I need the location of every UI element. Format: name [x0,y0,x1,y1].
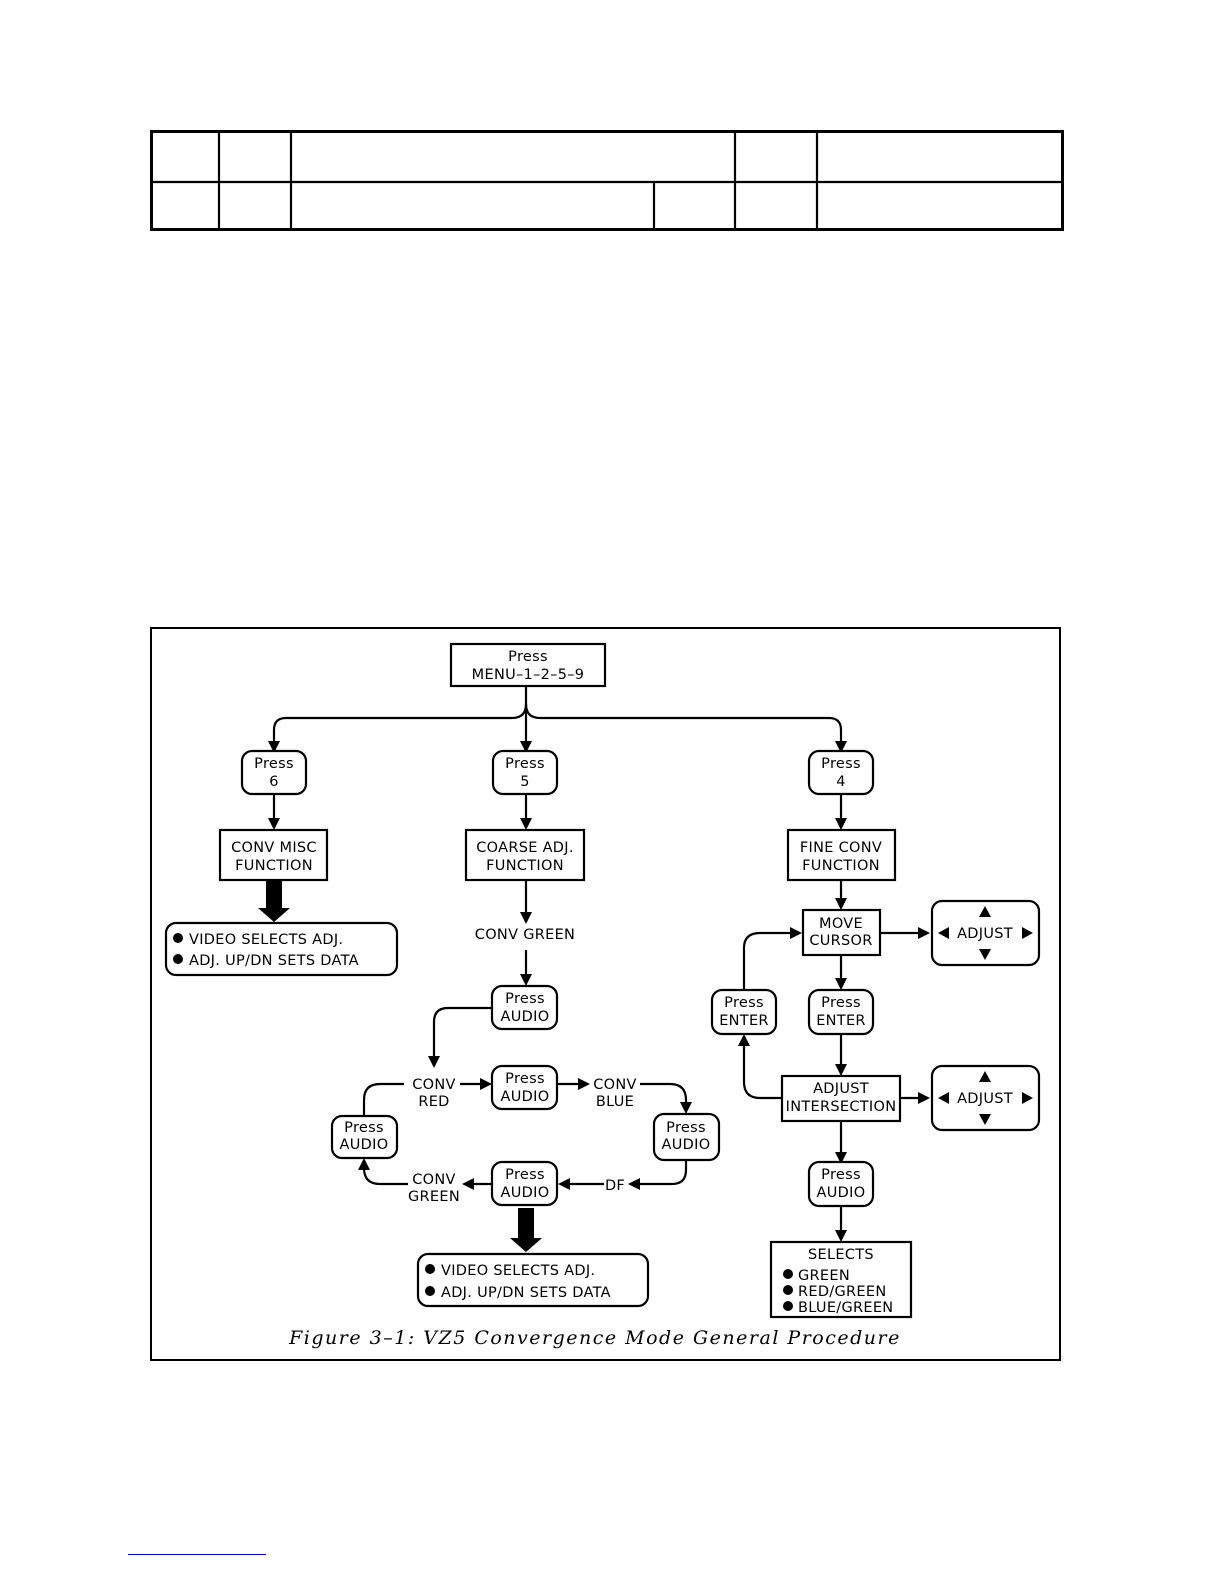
adjust-intersection-line2: INTERSECTION [786,1099,897,1115]
press-5-box: Press 5 [491,749,559,796]
adjust-box-2: ADJUST [930,1064,1041,1132]
press-audio-1-box: Press AUDIO [490,984,559,1031]
left-notes-box: VIDEO SELECTS ADJ. ADJ. UP/DN SETS DATA [164,921,399,977]
middle-note-1: VIDEO SELECTS ADJ. [441,1263,595,1279]
start-line1: Press [508,649,548,665]
right-arrow-icon [1022,927,1033,939]
press-audio-2-line1: Press [505,1071,545,1087]
selects-box: SELECTS GREEN RED/GREEN BLUE/GREEN [769,1240,913,1319]
press-6-line2: 6 [269,774,279,790]
move-cursor-line2: CURSOR [809,933,872,949]
middle-note-2: ADJ. UP/DN SETS DATA [441,1285,611,1301]
conv-blue-label: CONV BLUE [593,1077,637,1110]
figure-caption: Figure 3–1: VZ5 Convergence Mode General… [288,1327,901,1349]
fine-conv-line1: FINE CONV [800,840,882,856]
move-cursor-line1: MOVE [819,916,863,932]
conv-green-bottom-label: CONV GREEN [408,1172,460,1205]
move-cursor-box: MOVE CURSOR [801,908,882,957]
start-line2: MENU–1–2–5–9 [472,667,585,683]
selects-item-red-green: RED/GREEN [798,1284,886,1300]
conv-green-top-label: CONV GREEN [475,927,575,943]
fine-conv-function-box: FINE CONV FUNCTION [786,828,897,882]
left-arrow-icon [938,1092,949,1104]
press-4-line1: Press [821,756,861,772]
press-audio-right-line2: AUDIO [662,1137,711,1153]
conv-misc-function-box: CONV MISC FUNCTION [218,828,329,882]
left-note-1: VIDEO SELECTS ADJ. [189,932,343,948]
press-audio-bottom-line2: AUDIO [501,1185,550,1201]
adjust-1-label: ADJUST [957,926,1013,942]
coarse-adj-line2: FUNCTION [486,858,564,874]
left-note-2: ADJ. UP/DN SETS DATA [189,953,359,969]
conv-misc-line1: CONV MISC [231,840,317,856]
start-box: Press MENU–1–2–5–9 [449,642,607,688]
header-table-grid [150,130,1064,231]
up-arrow-icon [979,906,991,917]
press-audio-2-box: Press AUDIO [490,1064,559,1111]
fine-conv-line2: FUNCTION [802,858,880,874]
press-4-box: Press 4 [807,749,875,796]
press-4-line2: 4 [836,774,846,790]
selects-item-blue-green: BLUE/GREEN [798,1300,893,1316]
down-arrow-icon [979,1114,991,1125]
df-label: DF [605,1178,625,1194]
svg-text:CONV: CONV [412,1077,456,1093]
press-audio-left-box: Press AUDIO [330,1114,399,1160]
svg-text:BLUE: BLUE [596,1094,634,1110]
svg-text:GREEN: GREEN [408,1189,460,1205]
press-5-line1: Press [505,756,545,772]
press-audio-right-branch-box: Press AUDIO [807,1160,875,1208]
press-audio-rb-line1: Press [821,1167,861,1183]
press-enter-left-box: Press ENTER [710,988,778,1036]
press-6-line1: Press [254,756,294,772]
press-enter-mid-box: Press ENTER [807,988,875,1036]
adjust-box-1: ADJUST [930,899,1041,967]
press-enter-left-line1: Press [724,995,764,1011]
press-audio-right-line1: Press [666,1120,706,1136]
up-arrow-icon [979,1071,991,1082]
selects-title: SELECTS [808,1247,874,1263]
conv-misc-line2: FUNCTION [235,858,313,874]
press-audio-bottom-line1: Press [505,1167,545,1183]
adjust-intersection-line1: ADJUST [813,1081,869,1097]
conv-red-label: CONV RED [412,1077,456,1110]
press-audio-left-line1: Press [344,1120,384,1136]
adjust-intersection-box: ADJUST INTERSECTION [780,1074,902,1123]
press-audio-1-line2: AUDIO [501,1009,550,1025]
press-audio-rb-line2: AUDIO [817,1185,866,1201]
figure-frame [150,627,1061,1361]
coarse-adj-line1: COARSE ADJ. [476,840,574,856]
press-audio-2-line2: AUDIO [501,1089,550,1105]
arrowheads [258,741,930,1252]
adjust-2-label: ADJUST [957,1091,1013,1107]
svg-text:CONV: CONV [412,1172,456,1188]
press-5-line2: 5 [520,774,530,790]
press-6-box: Press 6 [240,749,308,796]
header-table [150,130,1064,231]
down-arrow-icon [979,949,991,960]
press-enter-mid-line1: Press [821,995,861,1011]
selects-item-green: GREEN [798,1268,850,1284]
left-arrow-icon [938,927,949,939]
press-enter-mid-line2: ENTER [816,1013,866,1029]
press-audio-right-box: Press AUDIO [652,1112,721,1162]
press-audio-bottom-box: Press AUDIO [490,1160,559,1207]
coarse-adj-function-box: COARSE ADJ. FUNCTION [464,828,586,882]
footer-link-underline[interactable] [128,1554,266,1555]
svg-text:RED: RED [418,1094,449,1110]
press-audio-left-line2: AUDIO [340,1137,389,1153]
right-arrow-icon [1022,1092,1033,1104]
middle-notes-box: VIDEO SELECTS ADJ. ADJ. UP/DN SETS DATA [416,1252,650,1308]
press-enter-left-line2: ENTER [719,1013,769,1029]
svg-text:CONV: CONV [593,1077,637,1093]
press-audio-1-line1: Press [505,991,545,1007]
